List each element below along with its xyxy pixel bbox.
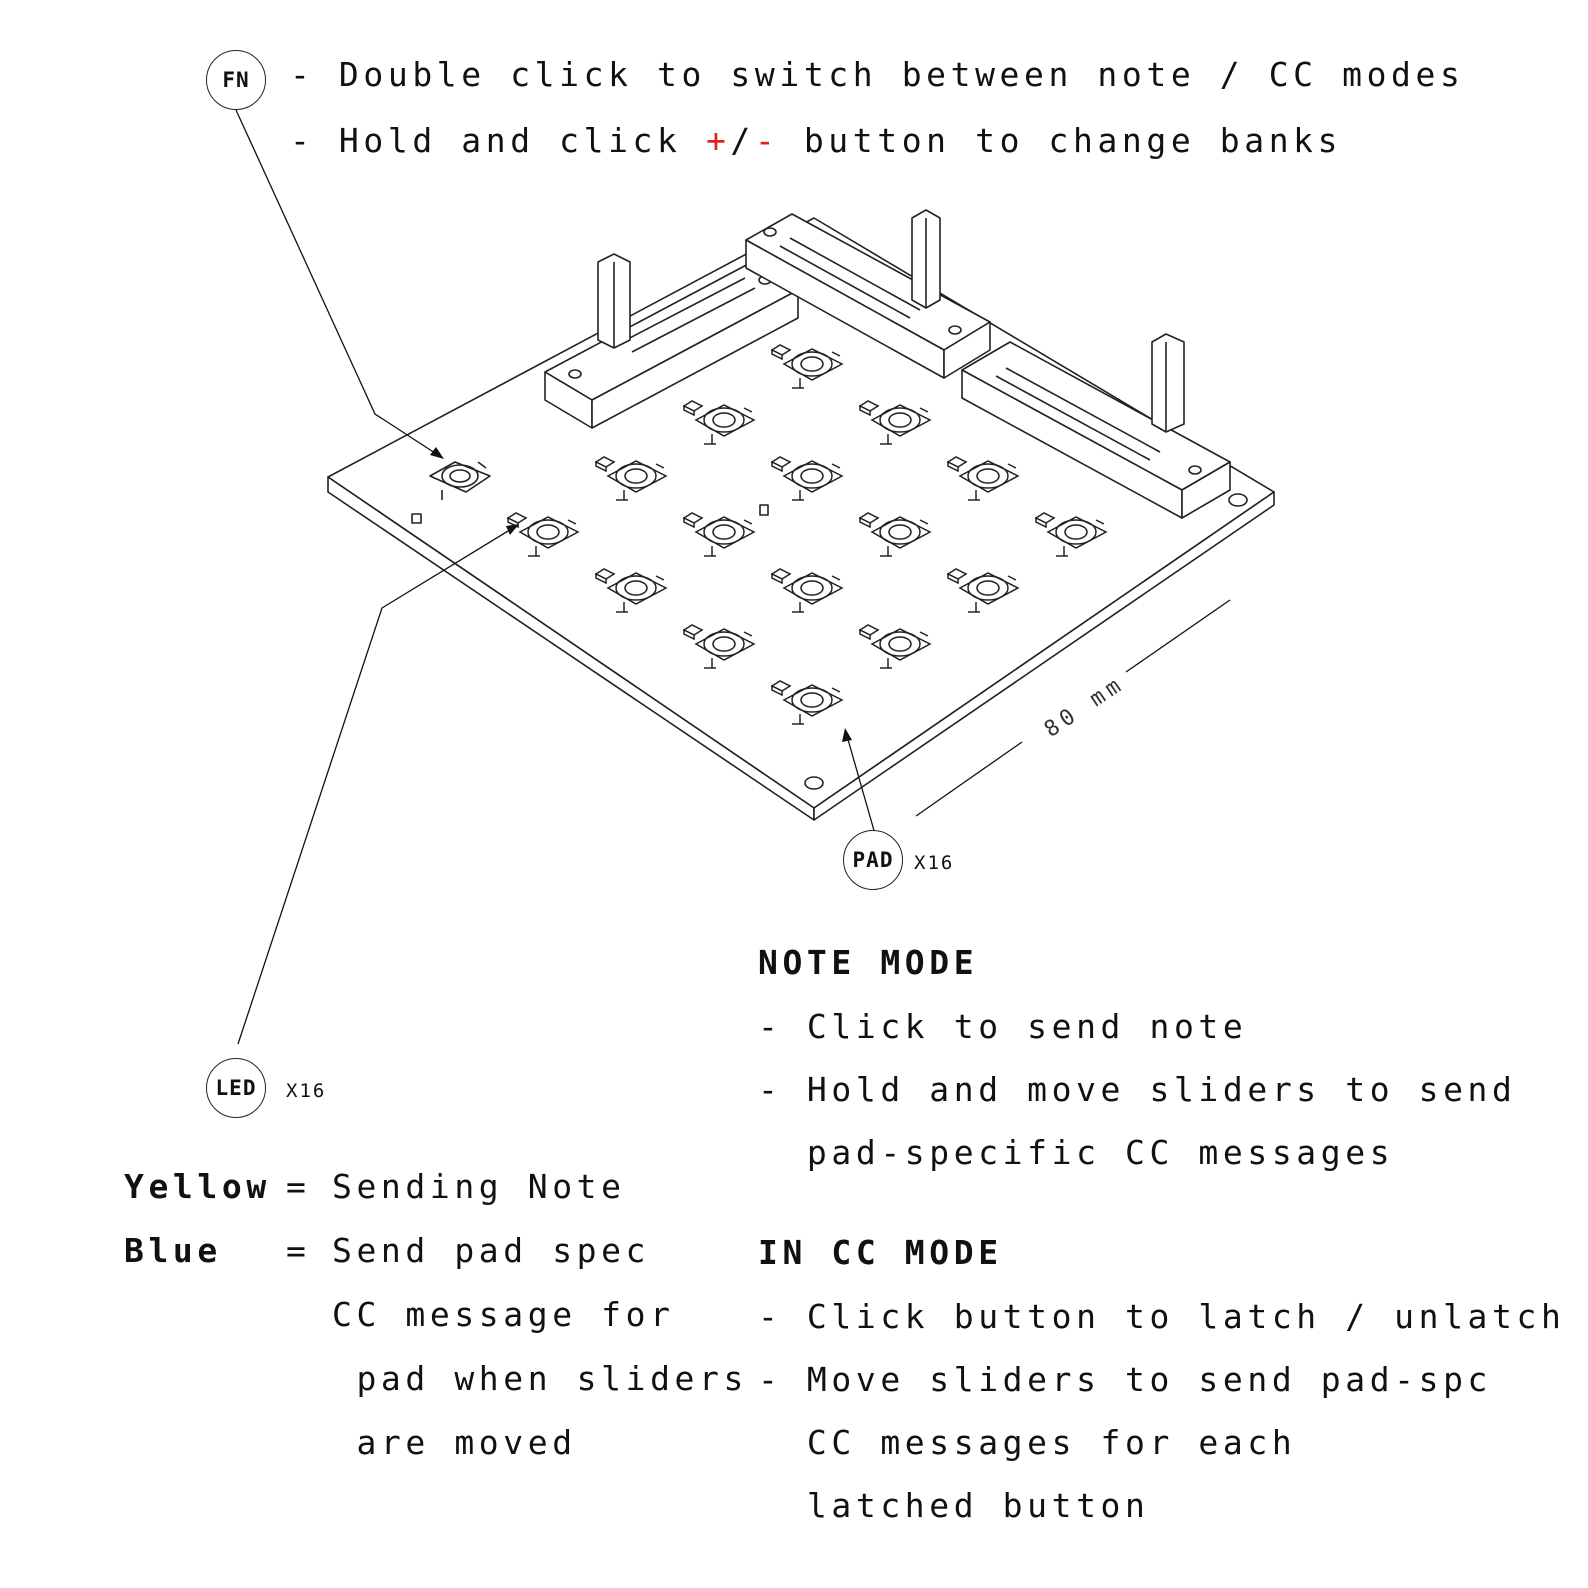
fn-note-line-2-suffix: button to change banks [779, 121, 1343, 160]
slider-2 [745, 209, 991, 379]
pcb-right-edge [813, 491, 1275, 821]
note-mode-line: - Click to send note [758, 1007, 1248, 1046]
led-legend-blue-line: pad when sliders [332, 1359, 748, 1398]
note-mode-heading: NOTE MODE [758, 943, 979, 982]
note-mode-line: pad-specific CC messages [758, 1133, 1395, 1172]
fn-leader-line [235, 109, 439, 456]
led-indicator [682, 400, 704, 417]
led-indicator [770, 456, 792, 473]
led-legend-blue-line: CC message for [332, 1295, 675, 1334]
note-mode-line: - Hold and move sliders to send [758, 1070, 1517, 1109]
pad-multiplier: X16 [914, 852, 955, 874]
dimension-line-lower [915, 741, 1023, 817]
pad-button [594, 456, 668, 501]
led-callout: LED [206, 1058, 266, 1118]
led-indicator [858, 624, 880, 641]
led-leader-arrowhead [506, 524, 519, 535]
led-indicator [858, 512, 880, 529]
pad-button [682, 400, 756, 445]
cc-mode-line: CC messages for each [758, 1423, 1297, 1462]
minus-symbol: - [754, 121, 780, 160]
pad-button [770, 344, 844, 389]
led-indicator [770, 344, 792, 361]
fn-note-line-2-prefix: - Hold and click [290, 121, 706, 160]
pad-button [858, 400, 932, 445]
led-leader-line [237, 527, 514, 1045]
dimension-line-upper [1125, 599, 1231, 673]
fn-note-line-2: - Hold and click +/- button to change ba… [290, 124, 1342, 157]
pad-button [858, 512, 932, 557]
fn-button-drawing [429, 461, 491, 500]
slash-symbol: / [730, 121, 755, 160]
cc-mode-line: - Move sliders to send pad-spc [758, 1360, 1493, 1399]
slider-3 [961, 333, 1231, 519]
cc-mode-line: latched button [758, 1486, 1150, 1525]
led-indicator [858, 400, 880, 417]
fn-callout: FN [206, 50, 266, 110]
mounting-hole [804, 776, 824, 790]
pad-button [682, 624, 756, 669]
pad-button [946, 456, 1020, 501]
led-legend-blue-eq: = [286, 1231, 311, 1270]
led-legend-blue-line: are moved [332, 1423, 577, 1462]
pad-button [770, 456, 844, 501]
led-indicator [946, 456, 968, 473]
pad-button [858, 624, 932, 669]
led-indicator [682, 512, 704, 529]
pad-button [594, 568, 668, 613]
led-indicator [770, 568, 792, 585]
pad-callout: PAD [843, 830, 903, 890]
led-indicator [682, 624, 704, 641]
led-indicator [594, 456, 616, 473]
slider-knob [1151, 333, 1185, 433]
pad-button [682, 512, 756, 557]
led-indicator [770, 680, 792, 697]
pad-button [506, 512, 580, 557]
fn-leader-arrowhead [430, 447, 444, 459]
led-legend-blue-line: Send pad spec [332, 1231, 651, 1270]
pad-button [1034, 512, 1108, 557]
led-legend-yellow-value: Sending Note [332, 1167, 626, 1206]
led-indicator [594, 568, 616, 585]
led-legend-yellow-key: Yellow [124, 1167, 271, 1206]
small-component [411, 513, 422, 524]
small-component [759, 504, 769, 516]
cc-mode-heading: IN CC MODE [758, 1233, 1003, 1272]
led-indicator [1034, 512, 1056, 529]
mounting-hole [1228, 493, 1248, 507]
pad-leader-line [846, 735, 876, 835]
pad-leader-arrowhead [842, 728, 852, 742]
plus-symbol: + [705, 121, 731, 160]
pad-button [770, 568, 844, 613]
led-multiplier: X16 [286, 1080, 327, 1102]
pad-button [770, 680, 844, 725]
led-indicator [946, 568, 968, 585]
pad-button [946, 568, 1020, 613]
cc-mode-line: - Click button to latch / unlatch [758, 1297, 1566, 1336]
led-legend-blue-key: Blue [124, 1231, 222, 1270]
led-legend-yellow-eq: = [286, 1167, 311, 1206]
pcb-top-face [327, 217, 1275, 809]
fn-note-line-1: - Double click to switch between note / … [290, 55, 1465, 94]
